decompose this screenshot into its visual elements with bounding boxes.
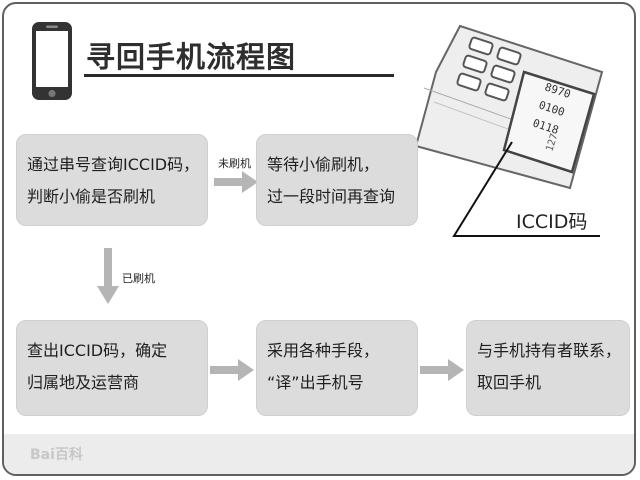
step-text-line: 归属地及运营商: [27, 373, 140, 392]
arrow-right-icon: [420, 359, 464, 381]
label-not-flashed: 未刷机: [218, 157, 251, 170]
step-text-line: 判断小偷是否刷机: [27, 187, 156, 206]
sim-digit-2: 0100: [537, 98, 566, 119]
step-text-line: 采用各种手段，: [267, 341, 380, 360]
step-locate: 查出ICCID码，确定 归属地及运营商: [16, 320, 208, 416]
step-text-line: 过一段时间再查询: [267, 187, 396, 206]
arrow-right-icon: [210, 359, 254, 381]
step-text-line: 通过串号查询ICCID码，: [27, 155, 200, 174]
label-flashed: 已刷机: [122, 272, 155, 285]
diagram-frame: 寻回手机流程图 8970 0100 0: [2, 2, 636, 476]
diagram-title: 寻回手机流程图: [86, 40, 297, 74]
step-text-line: “译”出手机号: [267, 373, 364, 392]
step-text-line: 与手机持有者联系，: [477, 341, 622, 360]
sim-digit-1: 8970: [543, 80, 572, 101]
sim-caption: ICCID码: [516, 211, 588, 233]
step-text-line: 等待小偷刷机，: [267, 155, 380, 174]
arrow-right-icon: [214, 171, 258, 193]
smartphone-icon: [32, 22, 72, 100]
arrow-down-icon: [97, 248, 119, 304]
step-contact: 与手机持有者联系， 取回手机: [466, 320, 630, 416]
step-translate: 采用各种手段， “译”出手机号: [256, 320, 418, 416]
watermark-logo: Bai百科: [30, 447, 83, 463]
sim-digit-3: 0118: [531, 116, 560, 137]
title-underline: [84, 74, 394, 77]
step-check-iccid: 通过串号查询ICCID码， 判断小偷是否刷机: [16, 134, 208, 226]
step-text-line: 查出ICCID码，确定: [27, 341, 168, 360]
sim-digit-4: 127: [544, 132, 560, 153]
step-wait: 等待小偷刷机， 过一段时间再查询: [256, 134, 418, 226]
footer-bar: [4, 434, 634, 474]
step-text-line: 取回手机: [477, 373, 542, 392]
